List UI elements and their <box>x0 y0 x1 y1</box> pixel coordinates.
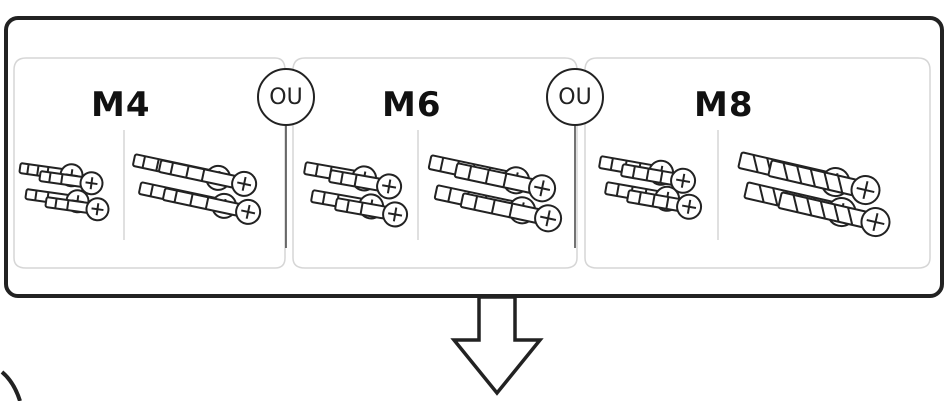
screw-group-m6-short <box>303 161 409 228</box>
next-step-circle-fragment <box>0 370 22 401</box>
or-separator-1: OU <box>257 68 315 126</box>
screw-group-m4-long <box>132 153 262 225</box>
size-label-m8: M8 <box>694 85 754 125</box>
screw-group-m8-long <box>737 151 891 238</box>
screw-group-m8-short <box>598 155 703 220</box>
screw-options-frame <box>4 16 944 298</box>
package-outlines <box>13 57 931 269</box>
size-label-m4: M4 <box>91 85 151 125</box>
down-arrow-icon <box>450 295 544 396</box>
screw-group-m6-long <box>427 154 563 233</box>
size-label-m6: M6 <box>382 85 442 125</box>
or-separator-2: OU <box>546 68 604 126</box>
screw-group-m4-short <box>18 162 110 222</box>
